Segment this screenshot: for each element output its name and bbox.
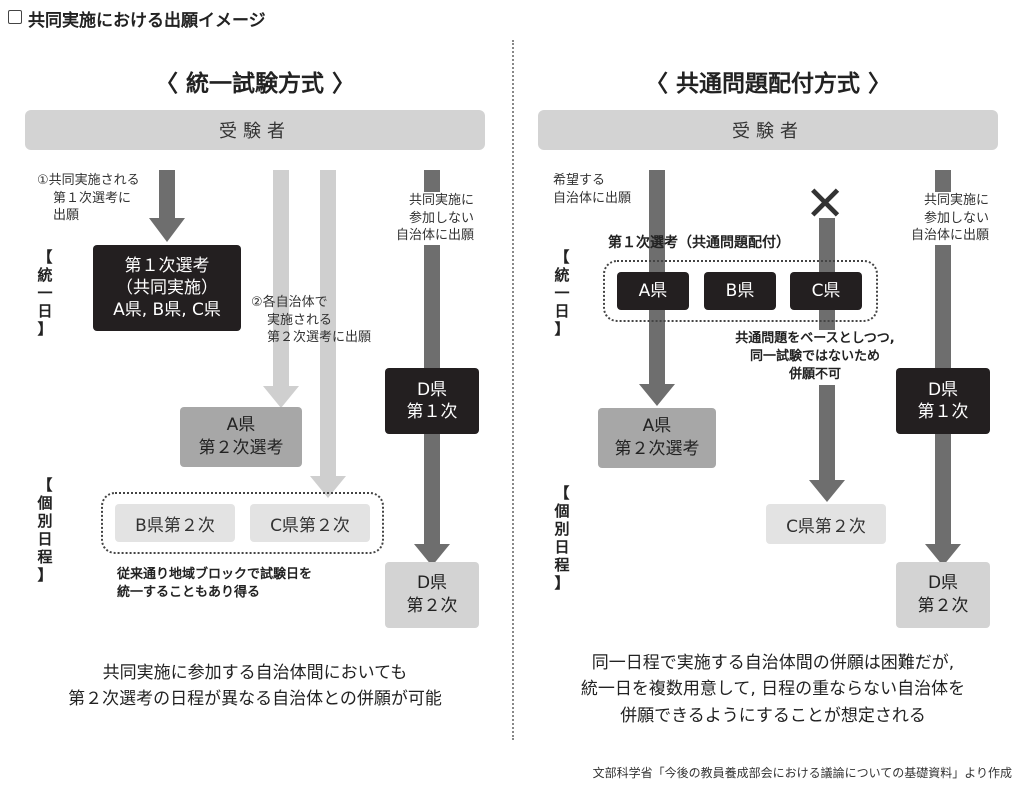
left-heading: 〈 統一試験方式 〉 — [154, 71, 355, 97]
box-d-first: D県 第１次 — [385, 368, 479, 434]
left-label-unified: 【統一日】 — [37, 248, 53, 338]
right-note-nonparticipating: 共同実施に 参加しない 自治体に出願 — [895, 192, 989, 245]
right-caption: 同一日程で実施する自治体間の併願は困難だが, 統一日を複数用意して, 日程の重な… — [580, 653, 966, 726]
page-title: 共同実施における出願イメージ — [28, 11, 266, 31]
arrow-c-second — [310, 170, 346, 498]
common-exam-frame — [603, 260, 878, 322]
left-block-note: 従来通り地域ブロックで試験日を 統一することもあり得る — [117, 567, 313, 601]
right-label-individual: 【個別日程】 — [554, 484, 570, 592]
right-cross-note: 共通問題をベースとしつつ, 同一試験ではないため 併願不可 — [700, 330, 930, 385]
box-right-c-second: C県第２次 — [766, 504, 886, 544]
right-note-wish: 希望する 自治体に出願 — [553, 173, 632, 206]
right-heading: 〈 共通問題配付方式 〉 — [644, 71, 891, 97]
panel-divider — [512, 40, 514, 740]
box-first-selection-joint: 第１次選考 （共同実施） A県, B県, C県 — [93, 245, 241, 331]
left-note-first: ①共同実施される 第１次選考に 出願 — [37, 173, 140, 224]
box-right-a-second: A県 第２次選考 — [598, 408, 716, 468]
box-right-d-second: D県 第２次 — [896, 562, 990, 628]
checkbox-icon — [8, 10, 22, 24]
box-right-b: B県 — [704, 272, 776, 310]
box-right-a: A県 — [617, 272, 689, 310]
box-a-second: A県 第２次選考 — [180, 407, 302, 467]
left-note-nonparticipating: 共同実施に 参加しない 自治体に出願 — [380, 192, 474, 245]
box-c-second: C県第２次 — [250, 504, 370, 542]
arrow-first-selection — [149, 170, 185, 242]
arrow-a-second — [263, 170, 299, 408]
source-note: 文部科学省「今後の教員養成部会における議論についての基礎資料」より作成 — [592, 766, 1012, 780]
arrow-d-left — [414, 170, 450, 566]
right-first-title: 第１次選考（共通問題配付） — [608, 235, 790, 251]
arrow-right-d — [925, 170, 961, 566]
right-examinee-bar: 受験者 — [538, 110, 998, 150]
regional-block-frame — [101, 492, 384, 554]
left-note-second: ②各自治体で 実施される 第２次選考に出願 — [251, 295, 372, 346]
right-label-unified: 【統一日】 — [554, 248, 570, 338]
box-b-second: B県第２次 — [115, 504, 235, 542]
cross-icon: ✕ — [805, 176, 846, 232]
left-caption: 共同実施に参加する自治体間においても 第２次選考の日程が異なる自治体との併願が可… — [68, 663, 442, 710]
box-right-c: C県 — [790, 272, 862, 310]
box-right-d-first: D県 第１次 — [896, 368, 990, 434]
left-examinee-bar: 受験者 — [25, 110, 485, 150]
box-d-second: D県 第２次 — [385, 562, 479, 628]
left-label-individual: 【個別日程】 — [37, 476, 53, 584]
